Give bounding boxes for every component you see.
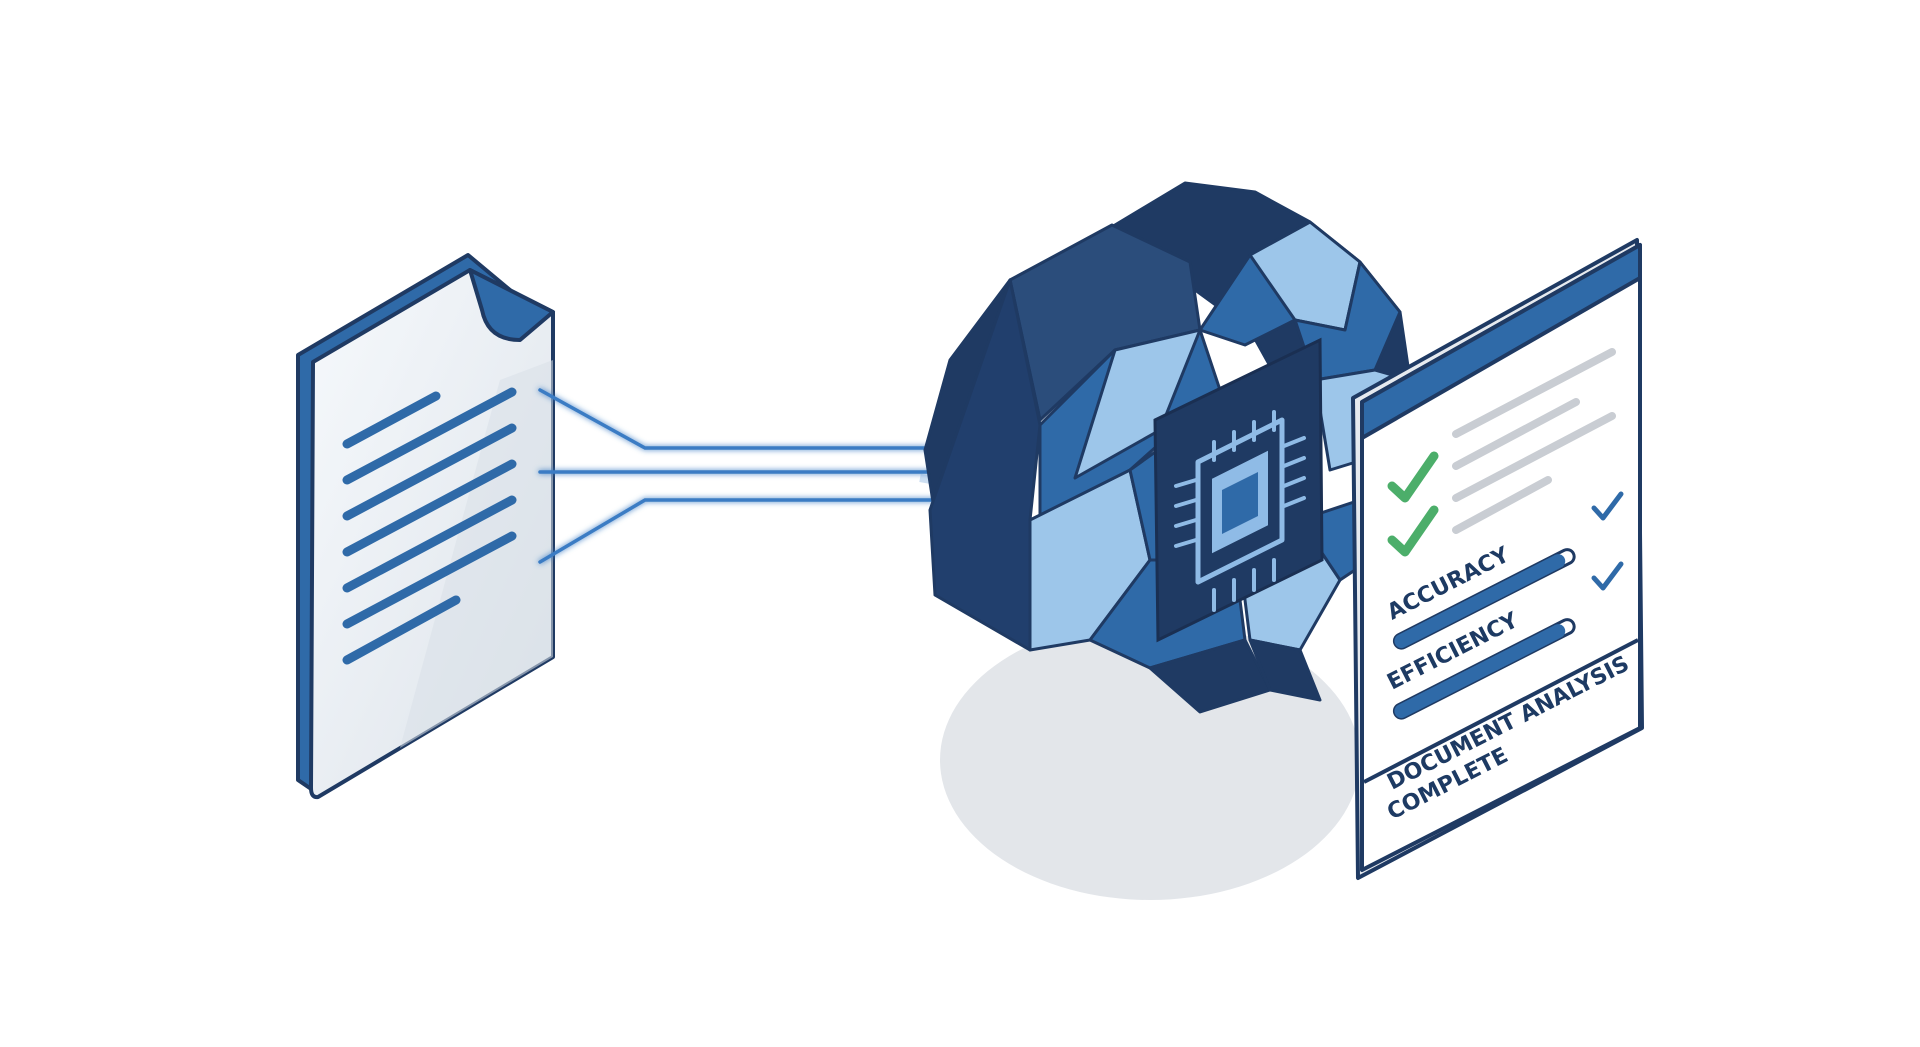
- checkmark-icon: [1591, 491, 1624, 521]
- document-icon: [296, 253, 555, 800]
- panel-header-bar: [1360, 243, 1642, 440]
- checkmark-icon: [1387, 451, 1439, 557]
- analysis-report-panel: [1351, 238, 1644, 880]
- metric-progress-fill: [1394, 554, 1566, 649]
- checkmark-icon: [1591, 561, 1624, 591]
- panel-placeholder-lines: [1452, 348, 1616, 534]
- document-text-lines: [342, 387, 517, 665]
- microchip-icon: [1153, 337, 1324, 643]
- data-beam-connectors: [538, 388, 992, 564]
- metric-progress-fill: [1394, 624, 1566, 719]
